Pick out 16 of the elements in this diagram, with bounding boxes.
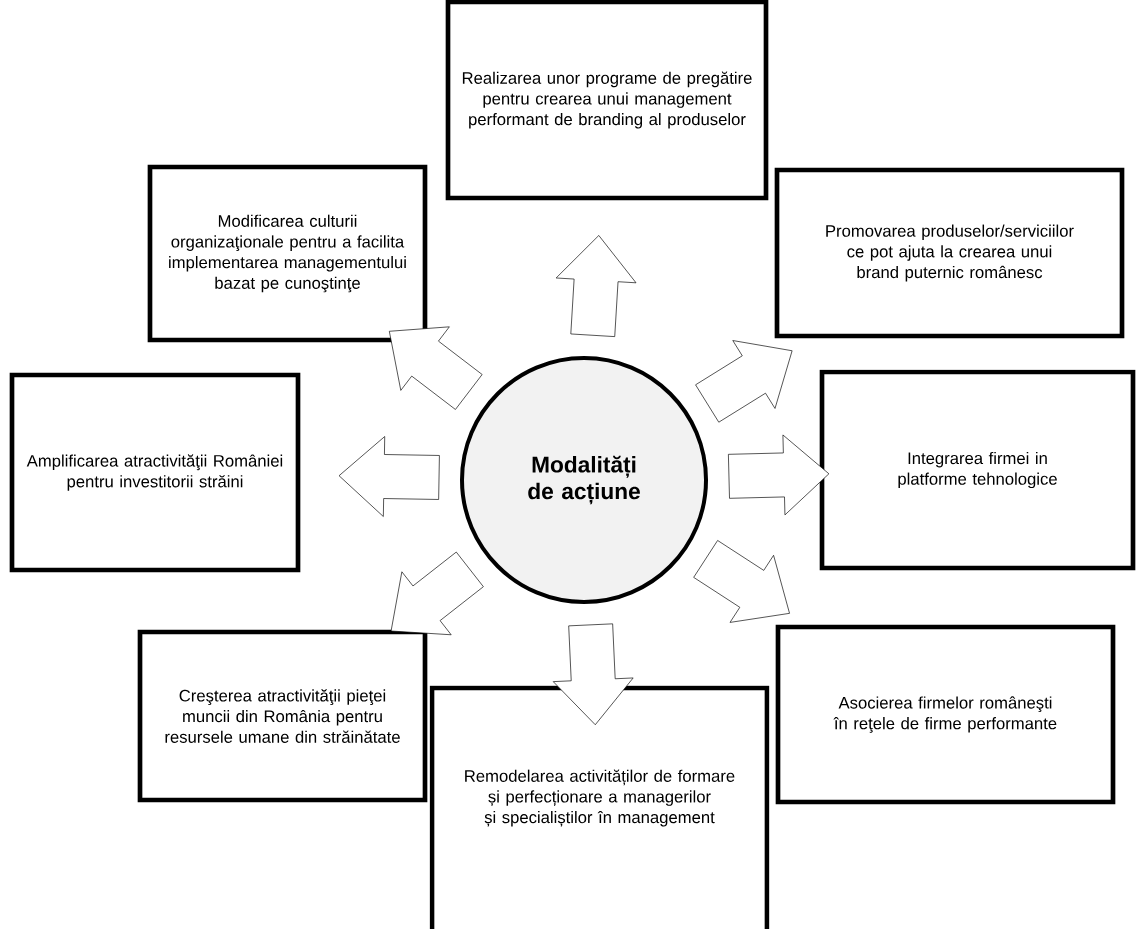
block-arrow <box>693 540 790 623</box>
text-box: Remodelarea activităților de formare și perfecționare a managerilor și specialiștilor în management <box>429 685 770 929</box>
block-arrow <box>389 326 483 410</box>
text-box: Realizarea unor programe de pregătire pentru crearea unui management performant de branding al produselor <box>445 0 769 201</box>
block-arrow <box>695 340 793 423</box>
text-box: Creşterea atractivităţii pieţei muncii din România pentru resursele umane din străinătate <box>137 629 428 803</box>
block-arrow <box>728 434 830 516</box>
text-box: Amplificarea atractivităţii României pentru investitorii străini <box>9 372 301 573</box>
text-box: Modificarea culturii organizaţionale pentru a facilita implementarea managementului bazat pe cunoştinţe <box>147 164 428 343</box>
block-arrow <box>555 235 637 337</box>
text-box: Asocierea firmelor româneşti în reţele de firme performante <box>775 624 1116 805</box>
block-arrow <box>338 436 440 517</box>
block-arrow <box>390 551 484 636</box>
text-box: Integrarea firmei in platforme tehnologice <box>819 369 1136 571</box>
text-box: Promovarea produselor/serviciilor ce pot ajuta la crearea unui brand puternic românesc <box>774 167 1125 339</box>
block-arrow <box>552 623 634 726</box>
